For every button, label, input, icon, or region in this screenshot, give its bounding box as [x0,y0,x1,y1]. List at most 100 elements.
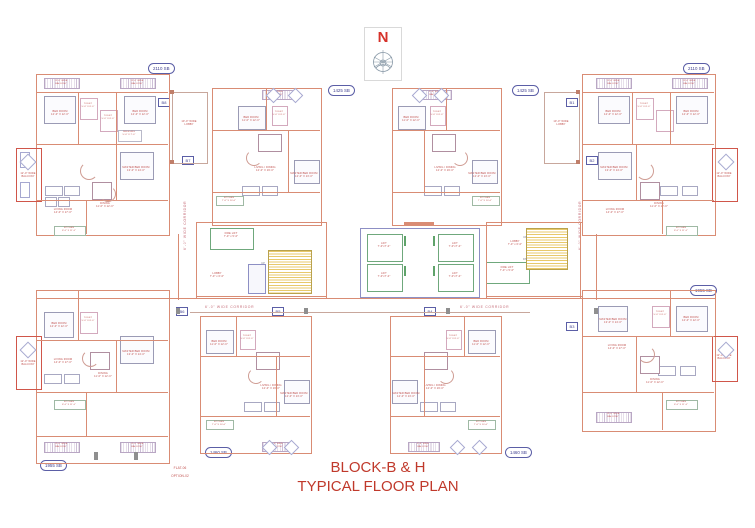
wall-segment [200,356,310,358]
wall-segment [392,192,500,194]
room-label-dining-tl: DINING 11'-0" X 12'-0" [96,202,114,209]
wall-segment [486,222,582,224]
column [576,90,580,94]
fire-lift-right-label: FIRE LIFT 7'-0" x 5'-0" [499,266,515,273]
room-label-toilet-tl-a: TOILET 5'-0" X 8'-0" [81,103,95,108]
unit-bottom-center-left-outline [200,316,312,454]
lift-1 [367,234,403,262]
balcony-hatch-tl-b [120,78,156,89]
wall-segment [78,290,80,340]
unit-top-right-outline [582,74,716,236]
flat-number-b5: B5 [272,307,284,316]
wall-segment [582,144,714,146]
wall-segment [446,88,448,130]
area-tag-bottom-center-left: 1460 SB [205,447,232,458]
title-line-2: TYPICAL FLOOR PLAN [297,478,459,495]
room-label-master-bcr: MASTER BED ROOM 12'-0" X 13'-0" [392,392,420,399]
balcony-hatch-tr-b [672,78,708,89]
lift-door-leaf [433,266,435,276]
door-arc [636,162,654,180]
lobby-right-label: LOBBY 7'-0" x 6'-0" [507,240,523,247]
room-label-bedroom-tr-a: BED ROOM 12'-0" X 12'-0" [604,110,622,117]
column [170,160,174,164]
flat-option-line-1: FLAT-06 [173,466,187,470]
lift-4 [438,264,474,292]
room-label-balcony-bl-left: 12'-0" WIDE BALCONY [20,360,36,367]
room-label-toilet-tl-b: TOILET 5'-0" X 8'-0" [101,115,115,120]
corridor-guide [190,312,530,313]
room-label-bedroom-tcl: BED ROOM 11'-0" X 12'-0" [242,116,260,123]
toilet-bcr [446,330,462,350]
column [134,452,138,460]
room-label-living-tcr: LIVING / DINING 12'-0" X 19'-0" [434,166,456,173]
room-label-kitchen-tl: KITCHEN 8'-0" X 11'-0" [62,227,76,232]
bed-furniture-bcl [206,330,234,354]
lift-4-label: LIFT 7'-0"x7'-0" [448,272,462,279]
room-label-entry-lobby-tl: 10'-0" WIDE LOBBY [181,120,197,127]
kitchen-counter-br [666,400,698,410]
room-label-kitchen-bl: KITCHEN 8'-0" X 11'-0" [62,401,76,406]
room-label-master-tr: MASTER BED ROOM 13'-0" X 14'-0" [600,166,628,173]
toilet-tr-b [656,110,674,132]
wall-segment [326,222,328,298]
lift-2 [367,264,403,292]
balcony-tl-left-outline [16,148,42,202]
room-label-master-tl: MASTER BED ROOM 13'-0" X 14'-0" [122,166,150,173]
wall-segment [392,130,500,132]
room-label-balcony-tl-left: 12'-0" WIDE BALCONY [20,172,36,179]
corridor-label-bottom-left: 6'-0" WIDE CORRIDOR [205,305,255,309]
area-tag-bottom-center-right: 1460 SB [505,447,532,458]
fire-lift-left-label: FIRE LIFT 7'-0" x 5'-0" [223,232,239,239]
door-arc [638,346,655,363]
room-label-toilet-tcl: TOILET 5'-0" X 8'-0" [272,111,286,116]
lift-3-label: LIFT 7'-0"x7'-0" [448,242,462,249]
sofa-tl-3 [45,197,57,207]
wall-segment [36,200,168,202]
wall-segment [116,340,118,392]
kitchen-counter-bcl [206,420,234,430]
sofa-br-1 [658,366,676,376]
area-tag-bottom-left: 1955 SB [40,460,67,471]
area-tag-top-center-right: 1425 SB [512,85,539,96]
wall-segment [582,92,714,94]
kitchen-counter-tcl [216,196,244,206]
sofa-bcl-2 [264,402,280,412]
bed-furniture-tr-b [676,96,708,124]
sofa-bcl-1 [244,402,262,412]
toilet-tcl [272,106,288,126]
corridor-label-left: 6'-0" WIDE CORRIDOR [183,200,187,250]
master-bed-furniture-tcr [472,160,498,184]
balcony-bl-left-outline [16,336,42,390]
room-label-bedroom-tcr: BED ROOM 11'-0" X 12'-0" [402,116,420,123]
door-arc [80,162,98,180]
title-line-1: BLOCK-B & H [330,459,426,476]
sofa-tl-1 [45,186,63,196]
kitchen-counter-tcr [472,196,500,206]
room-label-living-tcl: LIVING / DINING 12'-0" X 19'-0" [254,166,276,173]
column [576,160,580,164]
kitchen-counter-bl [54,400,86,410]
north-arrow: N [364,27,402,81]
room-label-master-tcl: MASTER BED ROOM 12'-0" X 13'-0" [290,172,318,179]
room-label-toilet-bl-a: TOILET 5'-0" X 8'-0" [81,317,95,322]
master-bed-furniture-tl [120,152,154,180]
wall-segment [200,416,310,418]
wall-segment [116,144,118,200]
room-label-dining-bl: DINING 11'-0" X 12'-0" [94,372,112,379]
flat-number-b7: B7 [182,156,194,165]
unit-bottom-center-right-outline [390,316,502,454]
lobby-left-label: LOBBY 7'-0" x 6'-0" [209,272,225,279]
bed-furniture-tl-a [44,96,76,124]
sofa-bcr-2 [440,402,456,412]
toilet-tr-a [636,98,654,120]
wall-segment [632,92,634,144]
sofa-tr-1 [660,186,678,196]
wall-segment [670,290,672,336]
room-label-balcony-tr-right: 12'-0" WIDE BALCONY [716,172,732,179]
master-bed-furniture-bcl [284,380,310,404]
wall-segment [212,192,320,194]
wall-segment [662,392,664,430]
toilet-bcl [240,330,256,350]
corridor-wall-bottom [36,298,716,300]
room-label-toilet-tr-a: TOILET 5'-0" X 8'-0" [637,103,651,108]
